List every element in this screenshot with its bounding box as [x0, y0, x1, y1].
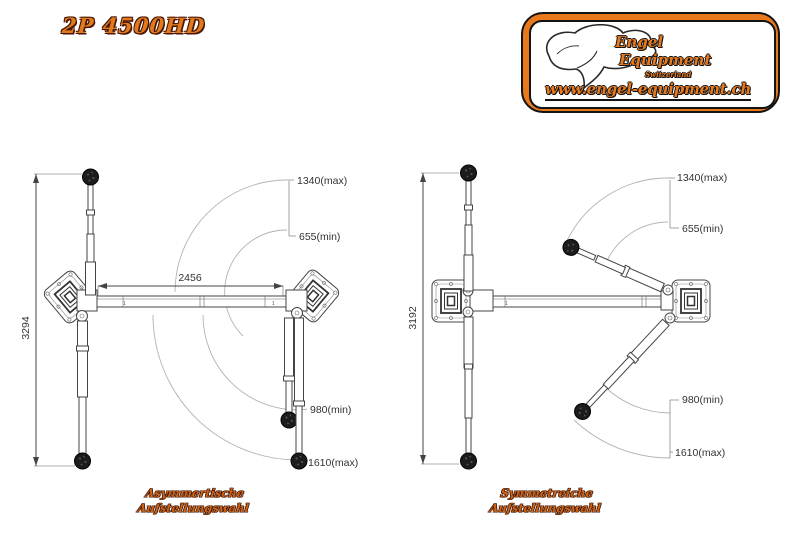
logo-brand-line1: Engel — [615, 33, 664, 51]
logo: Engel Equipment Switzerland www.engel-eq… — [521, 12, 780, 113]
logo-inner: Engel Equipment Switzerland www.engel-eq… — [529, 20, 776, 109]
arm-rear-left — [74, 310, 91, 470]
arm-rear-right-short — [280, 307, 303, 429]
swing-arcs-front — [174, 179, 296, 337]
arm-rear-max-label: 1610(max) — [308, 457, 358, 469]
caption-line: Aufstellungswahl — [488, 500, 602, 515]
swing-arcs-rear — [152, 314, 308, 464]
beam-ref-marker: 1 — [272, 301, 275, 307]
logo-url-label: www.engel-equipment.ch — [545, 80, 751, 101]
arm-rear-right-long — [290, 317, 308, 470]
dim-width-label: 2456 — [178, 272, 202, 284]
page-title: 2P 4500HD — [61, 13, 207, 38]
arm-rear-min-label: 980(min) — [310, 404, 351, 416]
caption-line: Asymmertische — [144, 486, 245, 500]
arm-front-left — [460, 164, 477, 297]
arm-rear-max-label: 1610(max) — [675, 447, 725, 459]
caption-line: Symmetreiche — [499, 486, 594, 500]
arm-rear-right — [570, 312, 676, 424]
column-box-left — [469, 289, 494, 312]
swing-arcs-rear — [573, 386, 679, 459]
arm-front-right — [559, 236, 674, 296]
arm-rear-left — [460, 306, 477, 470]
wing-icon — [546, 24, 657, 90]
floor-beam — [492, 295, 671, 308]
base-plate-right — [671, 279, 711, 323]
dimension-width: 2456 — [97, 272, 284, 296]
asymmetric-lift-drawing: 3294 2456 1 1 — [20, 168, 358, 470]
swing-arcs-front — [564, 177, 679, 264]
logo-country-label: Switzerland — [645, 70, 692, 79]
caption-asymmetric: Asymmertische Aufstellungswahl — [104, 486, 283, 516]
dimension-height: 3294 — [20, 173, 82, 467]
caption-symmetric: Symmetreiche Aufstellungswahl — [456, 486, 635, 516]
dim-height-label: 3294 — [20, 316, 32, 340]
arm-front-max-label: 1340(max) — [297, 175, 347, 187]
logo-brand-line2: Equipment — [619, 51, 712, 69]
dimension-height: 3192 — [407, 172, 459, 465]
arm-front-left — [82, 168, 99, 296]
dim-height-label: 3192 — [407, 306, 419, 330]
arm-front-min-label: 655(min) — [299, 231, 340, 243]
arm-rear-min-label: 980(min) — [682, 394, 723, 406]
arm-front-max-label: 1340(max) — [677, 172, 727, 184]
symmetric-lift-drawing: 3192 1 — [407, 164, 727, 470]
beam-ref-marker: 1 — [123, 301, 126, 307]
beam-ref-marker: 1 — [505, 301, 508, 307]
caption-line: Aufstellungswahl — [136, 500, 250, 515]
arm-front-min-label: 655(min) — [682, 223, 723, 235]
